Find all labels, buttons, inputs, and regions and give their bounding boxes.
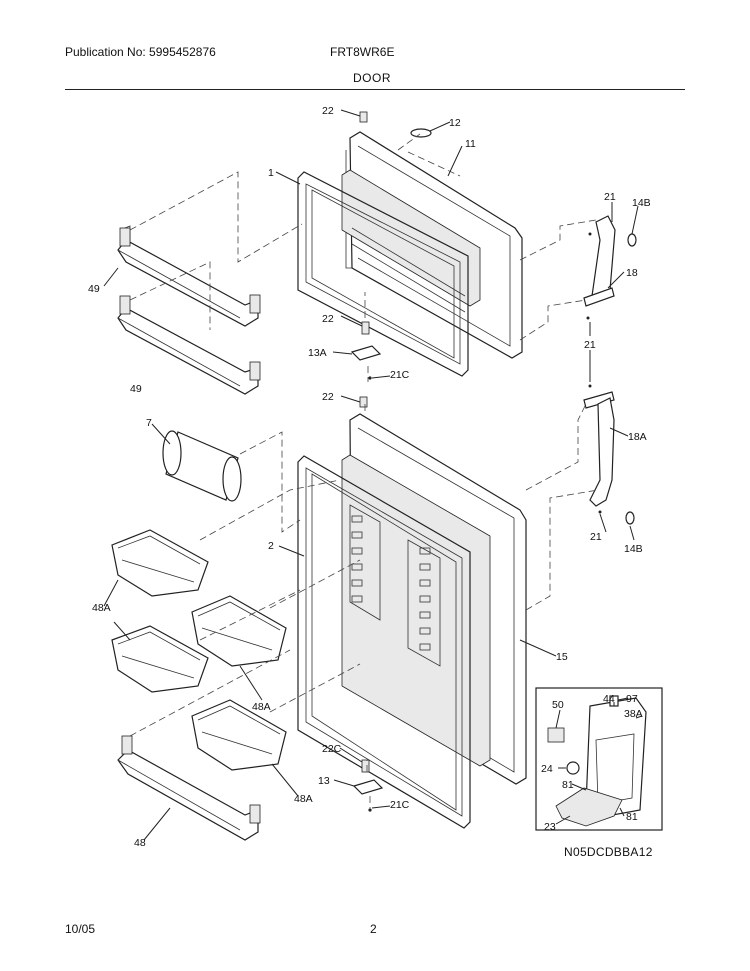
callout-48: 48 <box>134 837 146 849</box>
callout-48a-middle: 48A <box>252 701 271 713</box>
fresh-food-shelf-pegs <box>351 515 431 651</box>
callout-97: 97 <box>626 693 638 705</box>
footer-date: 10/05 <box>65 922 96 936</box>
door-bin-48a-lower-left <box>111 625 209 693</box>
callout-18a: 18A <box>628 431 647 443</box>
dairy-cover-7 <box>162 430 242 502</box>
callout-21-low: 21 <box>590 531 602 543</box>
callout-50: 50 <box>552 699 564 711</box>
callout-48a-bottom: 48A <box>294 793 313 805</box>
hinge-pin-cap-lower <box>359 396 368 408</box>
callout-2: 2 <box>268 540 274 552</box>
plug-button-12 <box>410 128 432 138</box>
callout-22-top: 22 <box>322 105 334 117</box>
door-bin-48a-bottom-right <box>191 699 287 771</box>
alignment-dashed-lines <box>129 133 599 808</box>
diagram-code: N05DCDBBA12 <box>564 845 653 859</box>
callout-22-mid: 22 <box>322 313 334 325</box>
callout-7: 7 <box>146 417 152 429</box>
hinge-13a-assembly <box>350 321 382 380</box>
hinge-pin-cap-top <box>359 111 368 123</box>
callout-14b-top: 14B <box>632 197 651 209</box>
callout-11: 11 <box>465 138 476 150</box>
callout-48a-left: 48A <box>92 602 111 614</box>
freezer-door-gasket <box>297 171 469 377</box>
freezer-handle-18 <box>583 215 637 320</box>
callout-23: 23 <box>544 821 556 833</box>
callout-81-right: 81 <box>626 811 638 823</box>
door-bin-48a-upper-left <box>111 529 209 597</box>
callout-21-mid: 21 <box>584 339 596 351</box>
callout-49-lower: 49 <box>130 383 142 395</box>
callout-13: 13 <box>318 775 330 787</box>
callout-22c: 22C <box>322 743 342 755</box>
callout-81-left: 81 <box>562 779 574 791</box>
fresh-food-door-outer-panel <box>341 413 527 785</box>
door-shelf-48 <box>117 735 261 841</box>
fresh-food-door-gasket <box>297 455 471 829</box>
model-number: FRT8WR6E <box>330 45 395 59</box>
callout-21c-low: 21C <box>390 799 410 811</box>
callout-18: 18 <box>626 267 638 279</box>
freezer-door-shelf-upper <box>117 225 261 327</box>
callout-15: 15 <box>556 651 568 663</box>
callout-21c-top: 21C <box>390 369 410 381</box>
header-divider <box>65 89 685 90</box>
callout-labels: 22 12 11 1 21 14B 49 18 22 13A 21C 49 21… <box>88 105 651 849</box>
section-title: DOOR <box>353 71 391 85</box>
callout-1: 1 <box>268 167 274 179</box>
callout-24: 24 <box>541 763 553 775</box>
freezer-door-outer-panel <box>341 131 523 359</box>
door-bin-48a-middle-right <box>191 595 287 667</box>
hinge-13-assembly <box>352 759 384 812</box>
callout-14b-low: 14B <box>624 543 643 555</box>
callout-49-upper: 49 <box>88 283 100 295</box>
callout-44: 44 <box>603 693 615 705</box>
publication-number: Publication No: 5995452876 <box>65 45 216 59</box>
fresh-food-handle-18a <box>583 384 635 525</box>
callout-12: 12 <box>449 117 461 129</box>
freezer-door-shelf-lower <box>117 295 261 395</box>
callout-13a: 13A <box>308 347 327 359</box>
callout-22-lower: 22 <box>322 391 334 403</box>
callout-21-top: 21 <box>604 191 616 203</box>
callout-leader-lines <box>103 109 643 841</box>
dispenser-inset-box <box>535 687 663 831</box>
callout-38a: 38A <box>624 708 643 720</box>
page-number: 2 <box>370 922 377 936</box>
